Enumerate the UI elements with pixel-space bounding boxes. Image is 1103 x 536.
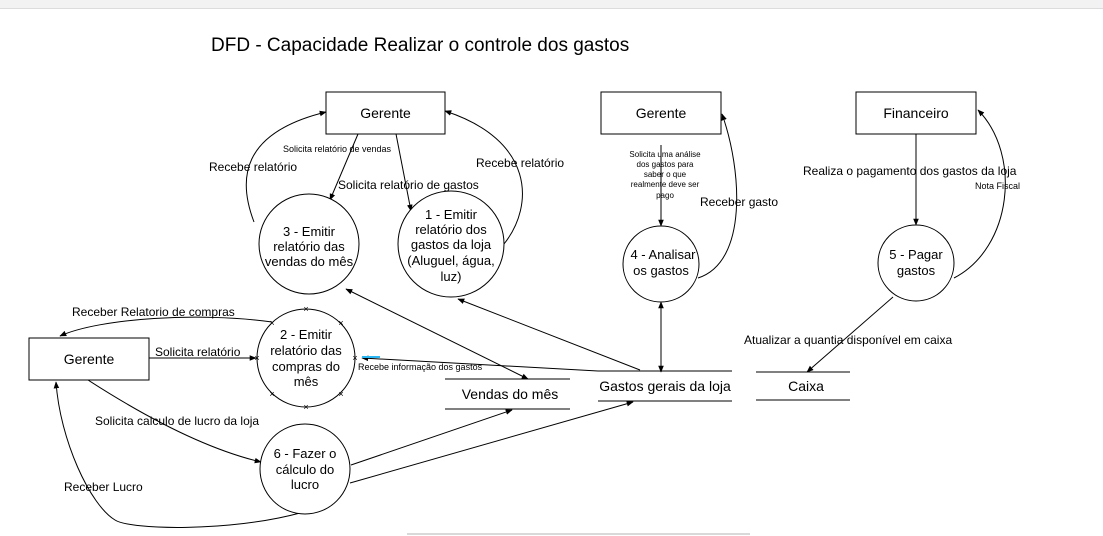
entity-financeiro[interactable]: Financeiro [855, 91, 977, 135]
resize-handle-e[interactable]: × [352, 353, 357, 363]
label-receber-relatorio-compras: Receber Relatorio de compras [72, 305, 235, 319]
label-solicita-relatorio: Solicita relatório [155, 345, 241, 359]
process-5-line-1: 5 - Pagar [889, 247, 943, 262]
process-1-line-1: 1 - Emitir [425, 207, 478, 222]
process-1-line-4: (Aluguel, água, [407, 253, 494, 268]
flow-gastos-p1[interactable] [457, 298, 641, 371]
entity-gerente-left-label: Gerente [64, 351, 115, 367]
process-4-line-2: os gastos [633, 263, 689, 278]
resize-handle-ne[interactable]: × [338, 318, 343, 328]
flow-solicita-gastos[interactable] [395, 133, 413, 212]
label-recebe-relatorio-left: Recebe relatório [209, 160, 297, 174]
entity-financeiro-label: Financeiro [883, 105, 949, 121]
diagram-title: DFD - Capacidade Realizar o controle dos… [211, 35, 629, 56]
label-solicita-analise-line-3: saber o que [644, 170, 687, 179]
flow-nota-fiscal[interactable] [953, 109, 1006, 279]
process-2-line-3: compras do [272, 359, 340, 374]
store-caixa-label: Caixa [788, 378, 824, 394]
flow-solicita-calculo[interactable] [87, 379, 262, 464]
process-1-line-2: relatório dos [415, 222, 487, 237]
process-3-line-2: relatório das [273, 239, 345, 254]
process-3-line-1: 3 - Emitir [283, 224, 336, 239]
label-receber-gasto: Receber gasto [700, 195, 778, 209]
process-4[interactable]: 4 - Analisar os gastos [622, 225, 700, 303]
process-6[interactable]: 6 - Fazer o cálculo do lucro [259, 423, 351, 515]
process-5-line-2: gastos [897, 263, 936, 278]
canvas-top-strip [0, 0, 1103, 9]
flow-receber-relatorio-compras[interactable] [59, 316, 273, 337]
label-solicita-relatorio-vendas: Solicita relatório de vendas [283, 144, 392, 154]
resize-handle-sw[interactable]: × [269, 389, 274, 399]
process-2-line-4: mês [294, 374, 319, 389]
label-solicita-analise: Solicita uma análise dos gastos para sab… [629, 150, 701, 200]
store-caixa[interactable]: Caixa [756, 371, 850, 401]
process-6-line-1: 6 - Fazer o [274, 446, 337, 461]
resize-handle-se[interactable]: × [338, 389, 343, 399]
resize-handle-nw[interactable]: × [269, 318, 274, 328]
entity-gerente-mid[interactable]: Gerente [600, 91, 722, 135]
store-gastos-label: Gastos gerais da loja [599, 378, 731, 394]
flow-receber-lucro[interactable] [53, 381, 301, 528]
flow-solicita-vendas[interactable] [329, 133, 359, 201]
resize-handle-s[interactable]: × [303, 402, 308, 412]
flow-receber-gasto[interactable] [697, 113, 738, 279]
flow-p6-vendas[interactable] [350, 409, 513, 466]
entity-gerente-top[interactable]: Gerente [325, 91, 446, 135]
selection-handles[interactable]: × × × × × × × × [254, 304, 357, 412]
process-3-line-3: vendas do mês [265, 254, 354, 269]
flow-recebe-informacao-gastos[interactable] [361, 355, 599, 372]
flow-p3-vendas[interactable] [345, 288, 529, 380]
label-receber-lucro: Receber Lucro [64, 480, 143, 494]
flow-p6-gastos[interactable] [349, 401, 634, 484]
label-solicita-calculo-lucro: Solicita calculo de lucro da loja [95, 414, 259, 428]
label-solicita-analise-line-4: realmente deve ser [631, 180, 700, 189]
process-6-line-2: cálculo do [276, 462, 335, 477]
entity-gerente-left[interactable]: Gerente [28, 337, 150, 381]
store-vendas-label: Vendas do mês [462, 386, 559, 402]
flow-recebe-relatorio-left[interactable] [245, 110, 327, 223]
process-2-line-2: relatório das [270, 343, 342, 358]
process-1-line-3: gastos da loja [411, 237, 492, 252]
store-vendas[interactable]: Vendas do mês [445, 378, 570, 410]
resize-handle-w[interactable]: × [254, 353, 259, 363]
resize-handle-n[interactable]: × [303, 304, 308, 314]
entity-gerente-mid-label: Gerente [636, 105, 687, 121]
label-atualizar-caixa: Atualizar a quantia disponível em caixa [744, 333, 952, 347]
process-6-line-3: lucro [291, 477, 319, 492]
process-2[interactable]: 2 - Emitir relatório das compras do mês [256, 308, 356, 408]
process-1[interactable]: 1 - Emitir relatório dos gastos da loja … [397, 190, 505, 298]
label-solicita-analise-line-2: dos gastos para [637, 160, 694, 169]
entity-gerente-top-label: Gerente [360, 105, 411, 121]
label-recebe-relatorio-right: Recebe relatório [476, 156, 564, 170]
flow-recebe-relatorio-right[interactable] [444, 110, 523, 245]
flow-atualizar-caixa[interactable] [806, 296, 894, 373]
label-nota-fiscal: Nota Fiscal [975, 181, 1020, 191]
process-5[interactable]: 5 - Pagar gastos [877, 224, 955, 302]
label-recebe-informacao-gastos: Recebe informação dos gastos [358, 362, 483, 372]
store-gastos[interactable]: Gastos gerais da loja [598, 370, 732, 402]
label-realiza-pagamento: Realiza o pagamento dos gastos da loja [803, 164, 1017, 178]
label-solicita-analise-line-5: pago [656, 191, 674, 200]
process-4-line-1: 4 - Analisar [630, 247, 696, 262]
label-solicita-relatorio-gastos: Solicita relatório de gastos [338, 178, 479, 192]
process-1-line-5: luz) [441, 269, 462, 284]
process-3[interactable]: 3 - Emitir relatório das vendas do mês [258, 193, 360, 295]
label-solicita-analise-line-1: Solicita uma análise [629, 150, 701, 159]
process-2-line-1: 2 - Emitir [280, 327, 333, 342]
